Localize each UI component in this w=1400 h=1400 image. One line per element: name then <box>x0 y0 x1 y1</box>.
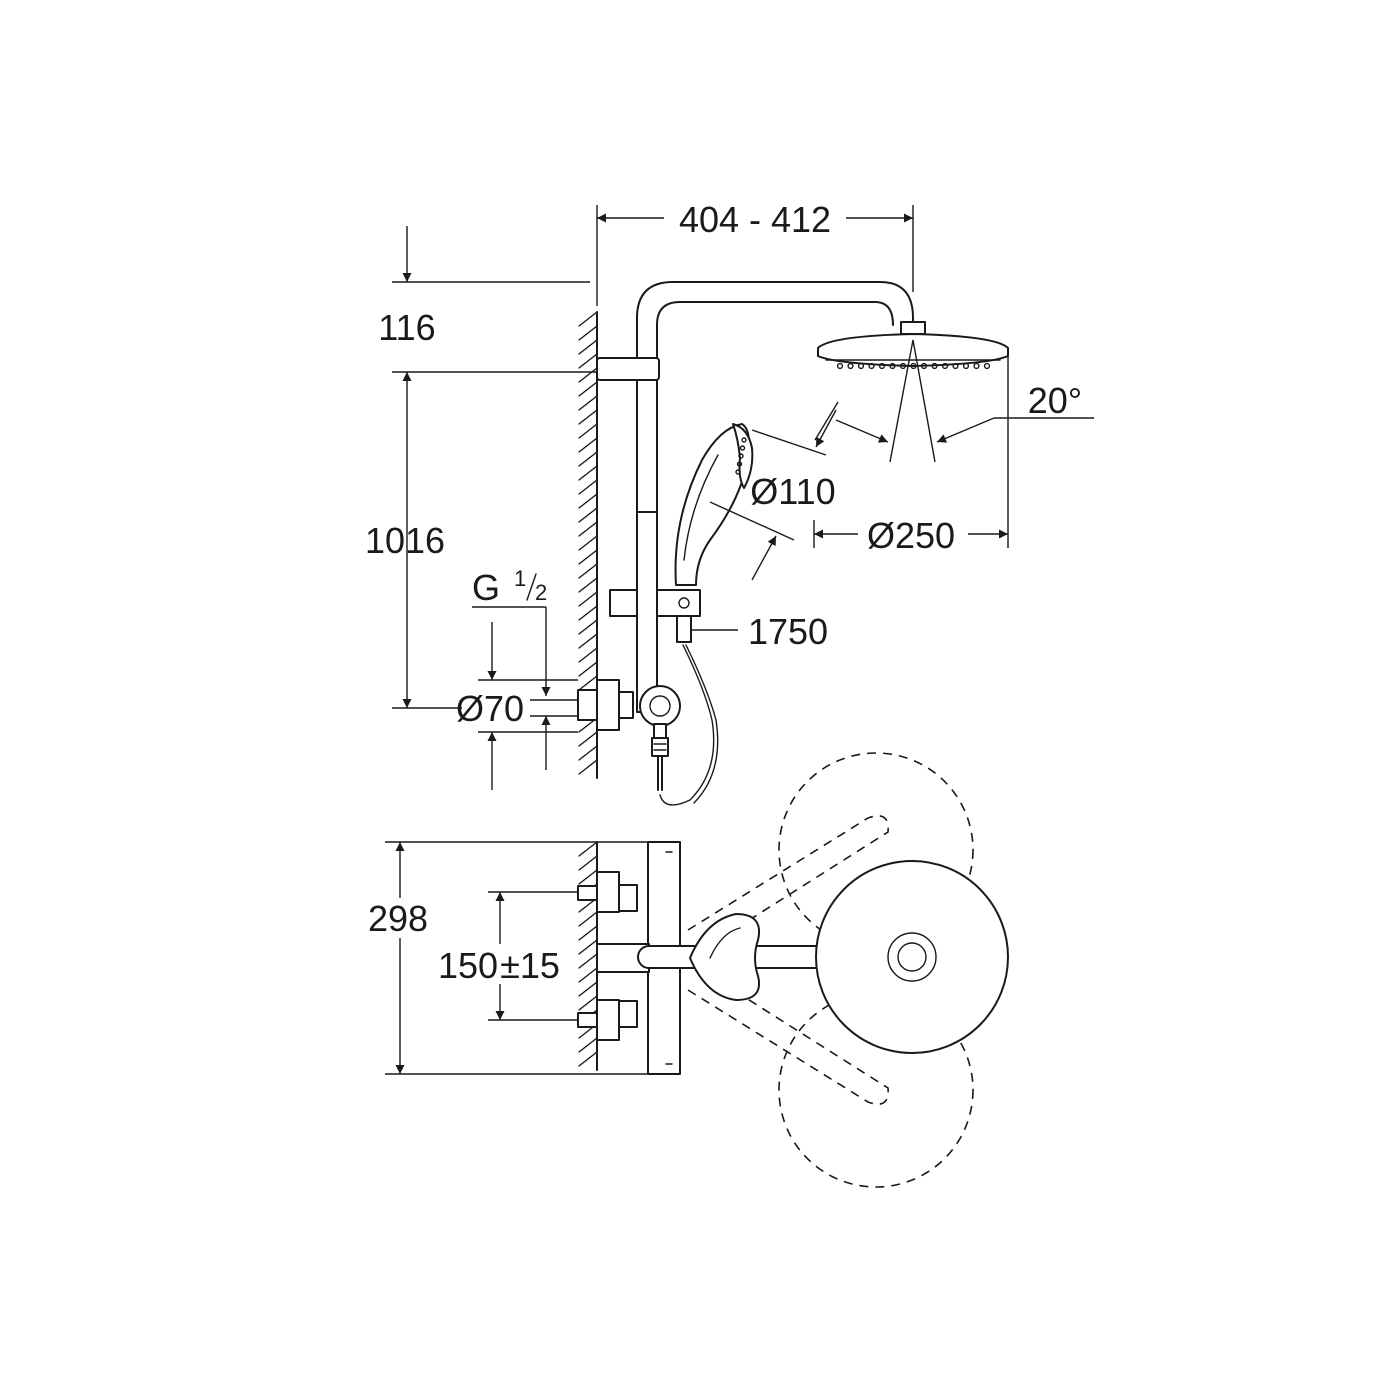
headshower-top <box>815 860 1009 1054</box>
shower-rail <box>636 511 658 713</box>
label-inlet-spacing: 150 <box>438 945 498 986</box>
label-thread: G <box>472 567 500 608</box>
label-headshower-diameter: Ø250 <box>867 515 955 556</box>
label-inlet-diameter: Ø70 <box>456 688 524 729</box>
side-view <box>392 205 1094 806</box>
label-thread-den: 2 <box>535 580 547 605</box>
headshower-side <box>817 321 1009 370</box>
shower-arm <box>636 281 914 561</box>
label-handshower-diameter: Ø110 <box>750 471 835 512</box>
label-hose-length: 1750 <box>748 611 828 652</box>
label-rail-height: 1016 <box>365 520 445 561</box>
label-inlet-spacing-tol: ±15 <box>500 945 560 986</box>
upper-holder <box>596 357 660 381</box>
top-view <box>385 752 1009 1188</box>
handshower-side <box>659 423 754 806</box>
label-top-offset: 116 <box>378 307 435 348</box>
mixer-connection <box>577 679 681 791</box>
label-tilt-angle: 20° <box>1028 380 1082 421</box>
handshower-top <box>689 913 760 1001</box>
label-arm-length: 404 - 412 <box>679 199 831 240</box>
label-depth: 298 <box>368 898 428 939</box>
label-thread-num: 1 <box>514 566 526 591</box>
dimension-labels: 404 - 412 116 1016 20° Ø110 Ø250 1750 G … <box>365 199 1082 986</box>
